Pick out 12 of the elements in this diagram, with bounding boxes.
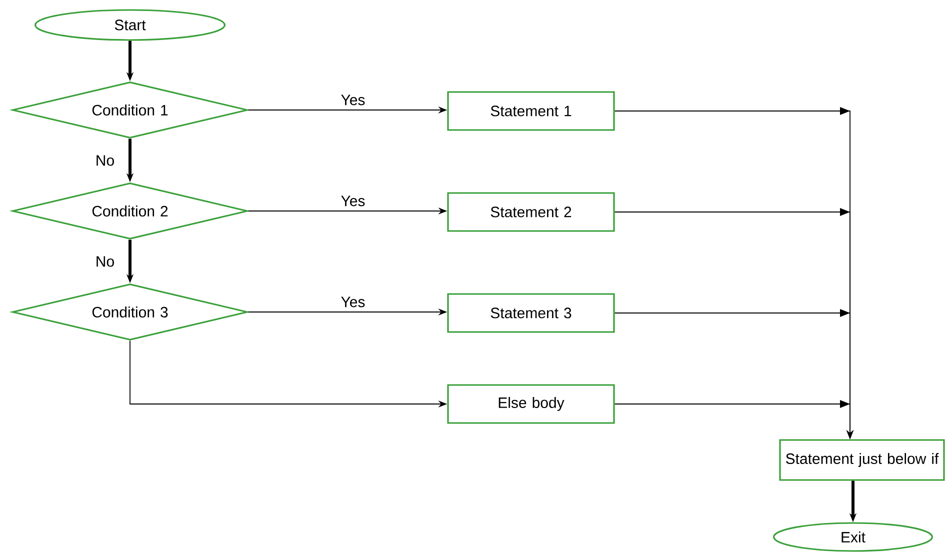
process-box: Statement just below if — [779, 439, 945, 481]
terminal-oval: Exit — [773, 522, 933, 552]
process-box: Statement 1 — [447, 91, 615, 131]
terminal-oval: Start — [34, 9, 226, 41]
process-box: Statement 3 — [447, 293, 615, 333]
edge-label: Yes — [340, 94, 366, 106]
process-box: Else body — [447, 384, 615, 424]
process-box: Statement 2 — [447, 192, 615, 232]
edge-label: Yes — [340, 194, 366, 208]
edge-label: Yes — [340, 296, 366, 308]
edge-label: No — [94, 154, 116, 167]
edge-label: No — [94, 255, 116, 268]
